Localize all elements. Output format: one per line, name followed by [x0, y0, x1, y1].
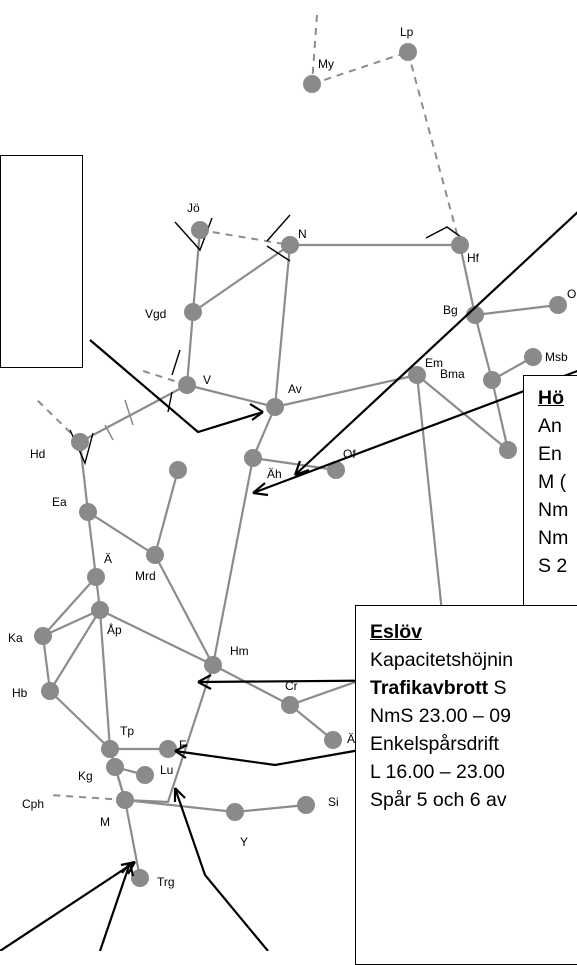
- callout-hog: Hö An En M ( Nm Nm S 2: [523, 375, 577, 640]
- callout-line: NmS 23.00 – 09: [370, 705, 511, 727]
- label-hd: Hd: [30, 447, 45, 461]
- label-bma: Bma: [440, 367, 465, 381]
- pointer-arrow: [174, 748, 361, 767]
- station-labels: Lp My Jö N Hf O Vgd Bg Msb Bma V Av Em Ä…: [8, 25, 576, 889]
- label-f: F: [179, 738, 186, 752]
- label-kg: Kg: [78, 769, 93, 783]
- station-nodes: [34, 43, 567, 887]
- dashed-track-lines: [34, 14, 461, 801]
- callout-line: M (: [538, 471, 567, 493]
- callout-eslov: Eslöv Kapacitetshöjnin Trafikavbrott S N…: [355, 605, 577, 965]
- label-vgd: Vgd: [145, 307, 166, 321]
- callout-line: Enkelspårsdrift: [370, 733, 499, 755]
- label-n: N: [298, 227, 307, 241]
- label-em: Em: [425, 356, 443, 370]
- callout-title: Eslöv: [370, 621, 423, 643]
- callout-title: Hö: [538, 387, 564, 409]
- pointer-arrow: [98, 862, 132, 951]
- callout-line: Nm: [538, 527, 569, 549]
- label-o: O: [567, 287, 576, 301]
- label-ah: Äh: [267, 467, 282, 481]
- label-y: Y: [240, 835, 248, 849]
- callout-line: Spår 5 och 6 av: [370, 789, 507, 811]
- label-trg: Trg: [157, 875, 175, 889]
- pointer-arrow: [294, 211, 577, 476]
- label-lp: Lp: [400, 25, 414, 39]
- label-hb: Hb: [12, 686, 28, 700]
- label-bg: Bg: [443, 303, 458, 317]
- label-hm: Hm: [230, 644, 249, 658]
- empty-callout-box: [0, 155, 83, 368]
- pointer-arrow: [173, 787, 269, 951]
- label-hf: Hf: [467, 251, 480, 265]
- label-av: Av: [288, 382, 302, 396]
- label-ap: Åp: [107, 622, 122, 637]
- label-ka: Ka: [8, 631, 23, 645]
- label-tp: Tp: [120, 724, 134, 738]
- label-cph: Cph: [22, 797, 44, 811]
- label-ea: Ea: [52, 495, 67, 509]
- label-jo: Jö: [187, 201, 200, 215]
- callout-line: An: [538, 415, 562, 437]
- callout-line: L 16.00 – 23.00: [370, 761, 505, 783]
- callout-line: Nm: [538, 499, 569, 521]
- callout-text: S: [488, 677, 507, 699]
- label-si: Si: [328, 795, 339, 809]
- label-mrd: Mrd: [135, 569, 156, 583]
- label-ae: Ä: [104, 552, 112, 566]
- label-a2: Ä: [347, 732, 355, 746]
- callout-line: Trafikavbrott S: [370, 674, 577, 702]
- label-cr: Cr: [285, 679, 298, 693]
- pointer-arrow: [89, 339, 264, 434]
- callout-line: S 2: [538, 555, 568, 577]
- label-v: V: [203, 373, 211, 387]
- callout-line: Kapacitetshöjnin: [370, 649, 514, 671]
- label-m: M: [100, 815, 110, 829]
- label-my: My: [318, 57, 334, 71]
- label-lu: Lu: [160, 763, 173, 777]
- pointer-arrow: [0, 861, 136, 951]
- callout-bold-text: Trafikavbrott: [370, 677, 489, 699]
- callout-line: En: [538, 443, 562, 465]
- label-msb: Msb: [545, 350, 568, 364]
